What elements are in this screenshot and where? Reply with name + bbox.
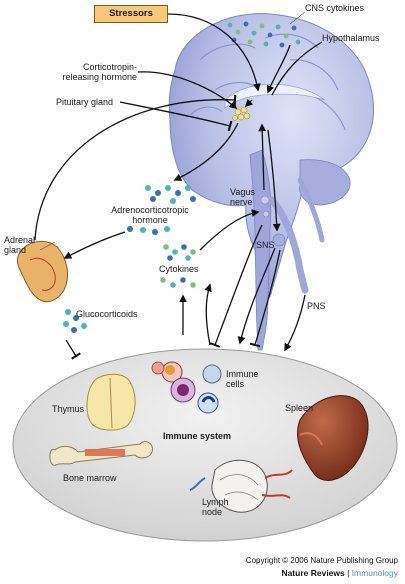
crh-label-line1: Corticotropin-	[82, 62, 137, 72]
bone-marrow-label: Bone marrow	[63, 473, 117, 483]
cytokine-dots	[160, 244, 196, 288]
cns-cytokine-dots	[227, 21, 301, 48]
thymus	[86, 373, 136, 431]
journal-credit: Nature Reviews | Immunology	[281, 568, 398, 578]
adrenal-gland	[17, 241, 69, 303]
immune-cells-label-line1: Immune	[226, 369, 259, 379]
thymus-label: Thymus	[52, 404, 85, 414]
immune-system-label: Immune system	[163, 431, 232, 441]
pns-label: PNS	[307, 301, 326, 311]
acth-label: Adrenocorticotropic hormone	[100, 205, 200, 225]
crh-label-line2: releasing hormone	[62, 72, 137, 82]
hypothalamus-label: Hypothalamus	[322, 33, 380, 43]
glucocorticoids-label: Glucocorticoids	[76, 309, 138, 319]
crh-label: Corticotropin- releasing hormone	[30, 62, 137, 82]
lymph-node	[189, 459, 293, 513]
cns-cytokines-label: CNS cytokines	[305, 3, 365, 13]
adrenal-label: Adrenal gland	[4, 235, 35, 255]
glucocorticoid-dots	[63, 309, 87, 333]
immune-cells-label: Immune cells	[226, 369, 259, 389]
spleen-label: Spleen	[285, 403, 314, 413]
pituitary-cells	[232, 106, 251, 121]
acth-label-line2: hormone	[132, 215, 168, 225]
bone-marrow	[49, 441, 154, 466]
adrenal-label-line2: gland	[4, 245, 27, 255]
vagus-label-line2: nerve	[230, 197, 253, 207]
spleen	[297, 395, 369, 481]
stressors-box: Stressors	[94, 5, 168, 23]
sns-label: SNS	[256, 240, 275, 250]
immune-cells	[151, 361, 222, 414]
copyright-notice: Copyright © 2006 Nature Publishing Group	[245, 556, 398, 565]
brain	[168, 13, 374, 351]
adrenal-label-line1: Adrenal	[4, 235, 36, 245]
immune-cells-label-line2: cells	[226, 379, 245, 389]
label-pointers	[39, 11, 306, 251]
vagus-label-line1: Vagus	[230, 187, 255, 197]
journal-name: Nature Reviews	[281, 568, 345, 578]
acth-dots	[127, 185, 196, 235]
pituitary-label: Pituitary gland	[56, 97, 114, 107]
vagus-label: Vagus nerve	[230, 187, 255, 207]
pathway-arrows	[34, 13, 323, 360]
lymph-node-label-line1: Lymph	[202, 497, 229, 507]
acth-label-line1: Adrenocorticotropic	[111, 205, 189, 215]
journal-separator: |	[344, 568, 352, 578]
lymph-node-label: Lymph node	[202, 497, 229, 517]
journal-section: Immunology	[351, 568, 398, 578]
cytokines-label: Cytokines	[159, 264, 199, 274]
lymph-node-label-line2: node	[202, 507, 223, 517]
sns-ganglion	[272, 233, 286, 247]
